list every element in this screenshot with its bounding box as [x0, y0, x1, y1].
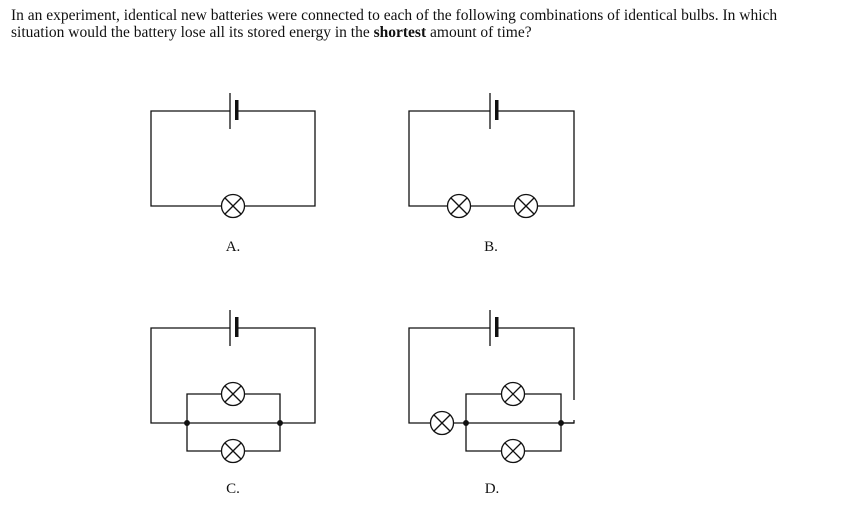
bulb-icon [500, 438, 526, 464]
question-part: In an experiment, identical new batterie… [11, 7, 778, 41]
bulb-icon [513, 193, 539, 219]
circuit-a [150, 92, 316, 219]
bulb-icon [429, 410, 455, 436]
circuit-c [150, 309, 316, 464]
battery-icon [489, 92, 500, 130]
circuit-d [408, 309, 576, 464]
bulb-icon [220, 438, 246, 464]
battery-icon [229, 92, 240, 130]
question-text: In an experiment, identical new batterie… [11, 7, 811, 41]
question-emphasis: shortest [373, 24, 427, 41]
bulb-icon [220, 381, 246, 407]
junction-dot [277, 420, 283, 426]
question-part: amount of time? [426, 24, 532, 41]
option-label-a: A. [225, 239, 241, 255]
circuit-b [408, 92, 575, 219]
junction-dot [184, 420, 190, 426]
option-label-b: B. [484, 239, 498, 255]
option-label-c: C. [226, 481, 240, 497]
option-label-d: D. [484, 481, 500, 497]
junction-dot [463, 420, 469, 426]
bulb-icon [500, 381, 526, 407]
battery-icon [489, 309, 500, 347]
bulb-icon [220, 193, 246, 219]
battery-icon [229, 309, 240, 347]
junction-dot [558, 420, 564, 426]
bulb-icon [446, 193, 472, 219]
